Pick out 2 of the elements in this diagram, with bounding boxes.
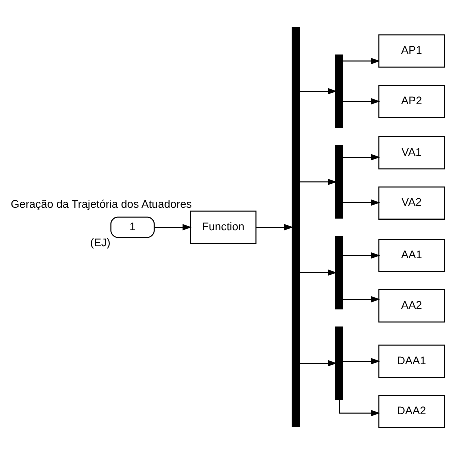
node-label: Geração da Trajetória dos Atuadores (11, 199, 192, 212)
node-label: (EJ) (90, 237, 111, 250)
